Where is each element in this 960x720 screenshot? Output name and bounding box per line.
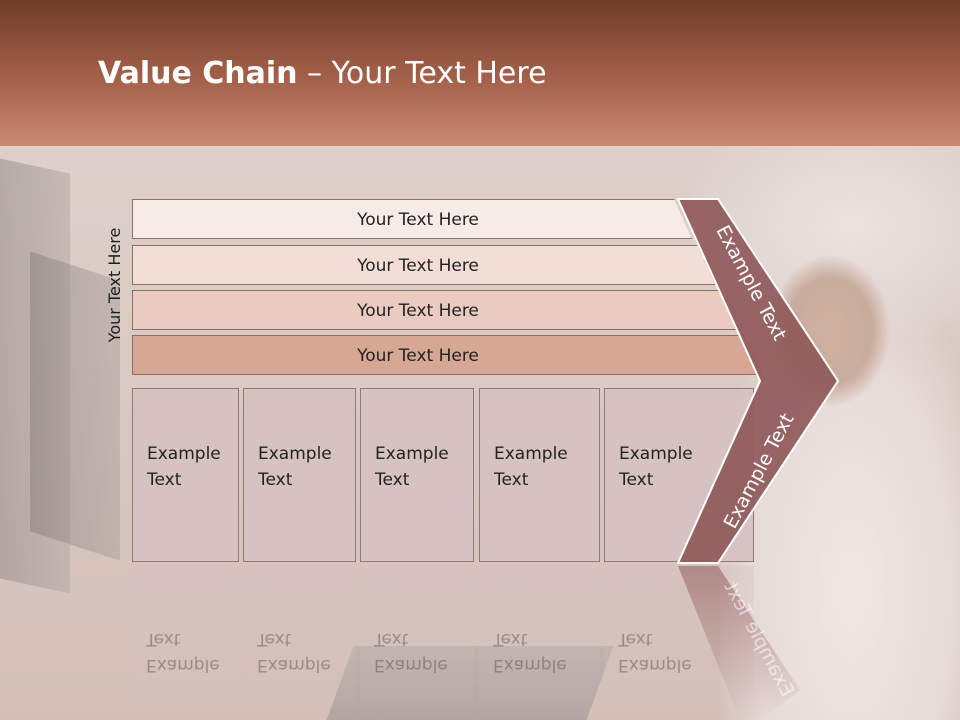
value-bar-label: Your Text Here [357, 256, 479, 276]
slide-title-rest: – Your Text Here [297, 56, 547, 91]
value-bar-label: Your Text Here [357, 346, 479, 366]
activity-box-3[interactable]: Example Text [360, 388, 474, 562]
reflection-label: Example Text [257, 629, 331, 675]
activity-box-label: Example Text [258, 444, 332, 490]
activity-box-label: Example Text [619, 444, 693, 490]
activity-box-label: Example Text [375, 444, 449, 490]
side-label: Your Text Here [105, 227, 124, 343]
activity-box-4[interactable]: Example Text [479, 388, 600, 562]
activity-box-label: Example Text [147, 444, 221, 490]
activity-box-2[interactable]: Example Text [243, 388, 356, 562]
reflection-label: Example Text [374, 629, 448, 675]
box-reflection: Example Text [360, 566, 474, 720]
reflection-label: Example Text [493, 629, 567, 675]
box-reflection: Example Text [132, 566, 239, 720]
title-banner: Value Chain – Your Text Here [0, 0, 960, 146]
activity-box-1[interactable]: Example Text [132, 388, 239, 562]
value-bar-label: Your Text Here [357, 210, 479, 230]
value-bar-4[interactable]: Your Text Here [132, 335, 762, 375]
slide-title-bold: Value Chain [98, 56, 298, 91]
reflection-label: Example Text [618, 629, 692, 675]
value-bar-3[interactable]: Your Text Here [132, 290, 738, 330]
value-bar-2[interactable]: Your Text Here [132, 245, 715, 285]
value-bar-1[interactable]: Your Text Here [132, 199, 692, 239]
box-reflection: Example Text [243, 566, 356, 720]
value-bar-label: Your Text Here [357, 301, 479, 321]
slide-title: Value Chain – Your Text Here [98, 56, 547, 91]
box-reflection: Example Text [479, 566, 600, 720]
reflection-label: Example Text [146, 629, 220, 675]
activity-box-label: Example Text [494, 444, 568, 490]
